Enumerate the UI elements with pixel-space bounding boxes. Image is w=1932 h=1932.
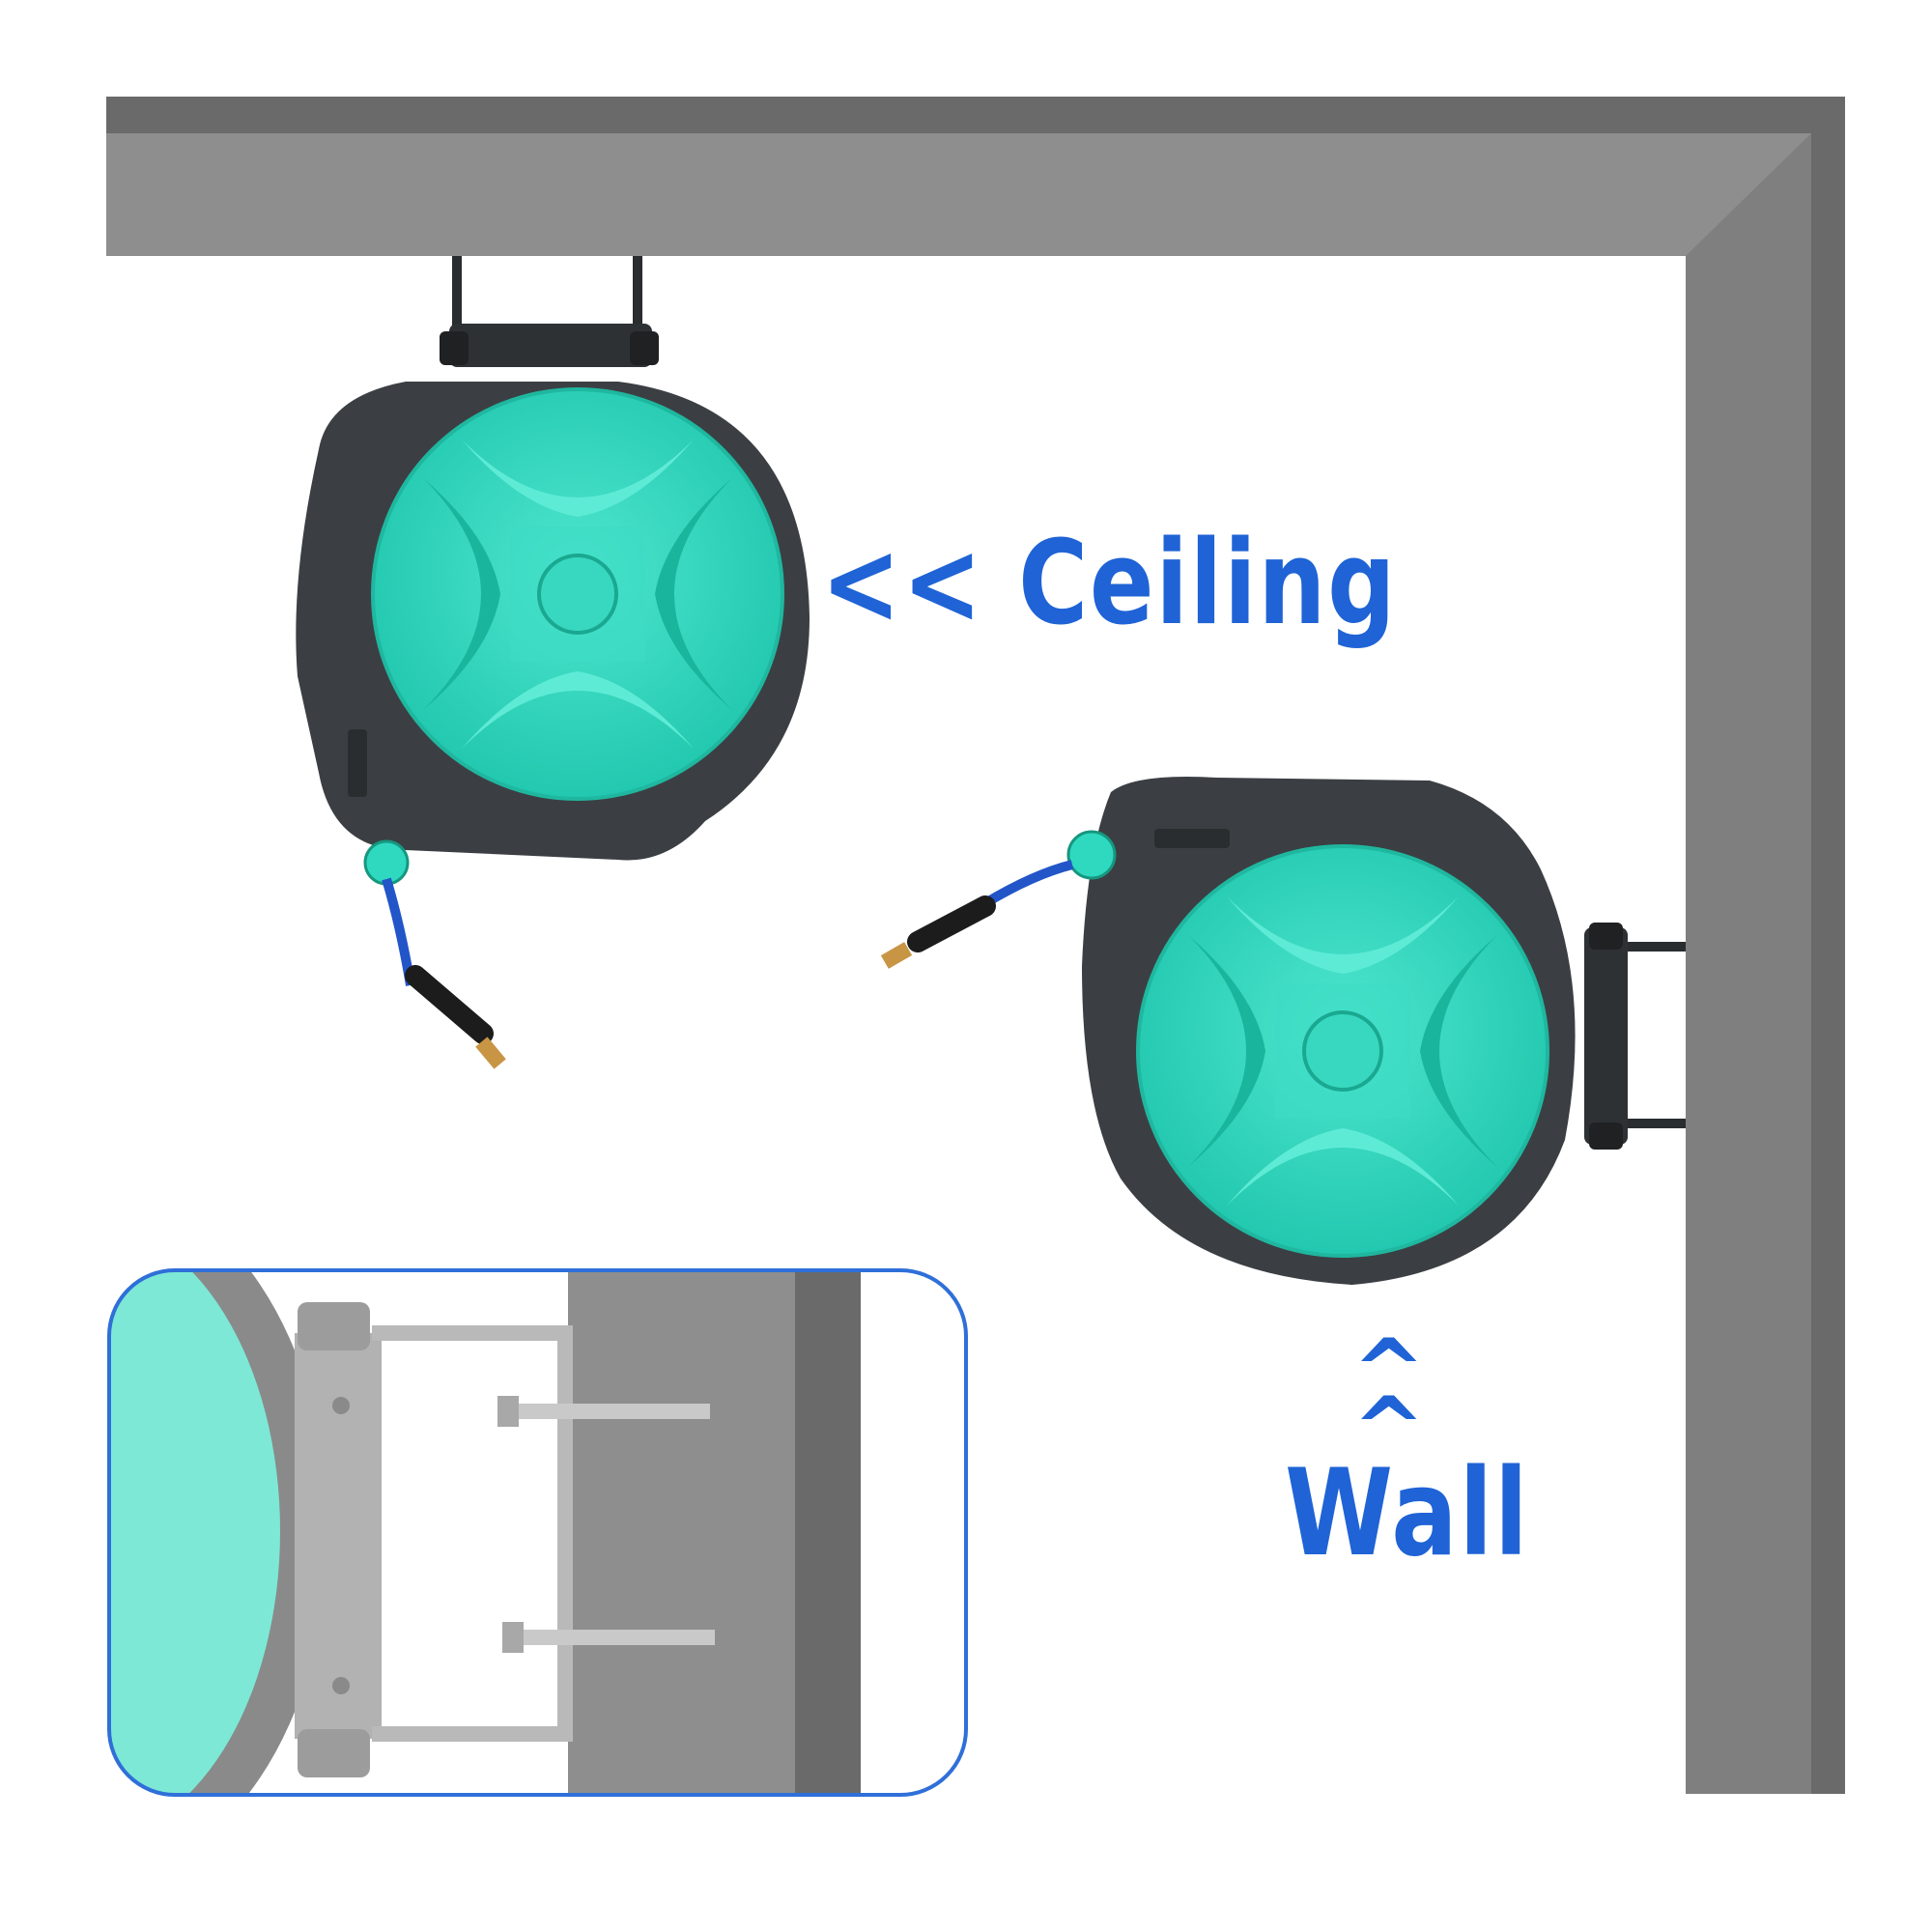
wall-arrow-caret: ^	[1352, 1378, 1428, 1480]
ceiling-mounted-reel	[296, 256, 810, 1069]
bracket-detail-inset	[107, 1268, 968, 1797]
wall-arrow-caret: ^	[1352, 1321, 1428, 1422]
wall-mount-label: Wall	[1285, 1444, 1530, 1583]
wall-mounted-reel	[880, 777, 1686, 1285]
room-corner	[106, 97, 1845, 1794]
anchor-bolt-icon	[502, 1622, 715, 1653]
anchor-bolt-icon	[497, 1396, 710, 1427]
ceiling-mount-label: << Ceiling	[821, 517, 1398, 651]
